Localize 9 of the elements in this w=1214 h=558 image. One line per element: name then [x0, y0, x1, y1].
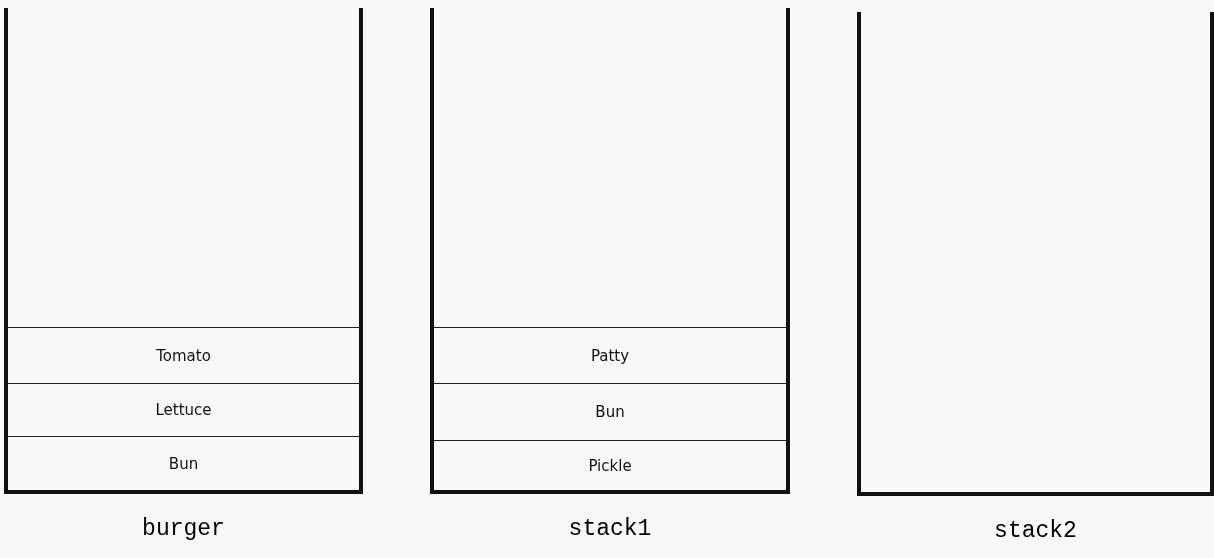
stack-item: Lettuce [8, 383, 359, 436]
stack-item: Bun [434, 383, 786, 440]
stack-item: Patty [434, 327, 786, 383]
stack-name: stack1 [567, 516, 653, 542]
stack-item: Tomato [8, 327, 359, 383]
stack-item: Pickle [434, 440, 786, 490]
stack-item: Bun [8, 436, 359, 490]
stack-name: burger [141, 516, 226, 542]
stack-name: stack2 [993, 518, 1078, 544]
